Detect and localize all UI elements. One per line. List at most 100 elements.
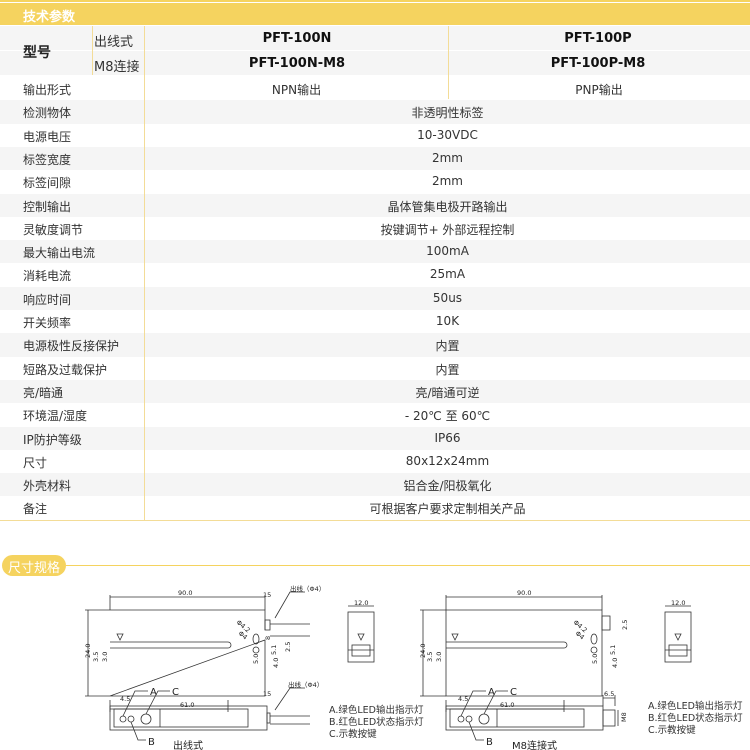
- legend-m8: A.绿色LED输出指示灯 B.红色LED状态指示灯 C.示教按键: [648, 701, 743, 737]
- model-p-m8: PFT-100P-M8: [550, 56, 646, 71]
- m8-mark-a: A: [488, 687, 495, 698]
- m8-dim-a: 3.5: [426, 652, 434, 662]
- row-label: 灵敏度调节: [23, 222, 84, 237]
- end-view-wire: 12.0: [347, 599, 375, 663]
- row-value: - 20℃ 至 60℃: [404, 409, 491, 424]
- model-label: 型号: [23, 45, 51, 61]
- row-label: 外壳材料: [23, 479, 72, 494]
- m8-dim-c: 4.5: [458, 695, 468, 703]
- dim-p-2: 15: [263, 690, 271, 698]
- spec-row: 标签宽度 2mm: [0, 146, 750, 171]
- m8-dim-b: 3.0: [435, 652, 443, 662]
- side-view-wire: 90.0 61.0 4.5 24.0 3.5 3.0 Φ4.2 Φ4 5.0 4…: [84, 584, 325, 712]
- row-value: 10-30VDC: [417, 127, 478, 142]
- row-label: 电源极性反接保护: [23, 339, 120, 354]
- row-value: 铝合金/阳极氧化: [403, 479, 492, 494]
- row-value: 80x12x24mm: [405, 453, 490, 468]
- row-value: IP66: [434, 430, 461, 445]
- spec-row: 外壳材料 铝合金/阳极氧化: [0, 473, 750, 497]
- dim-a: 3.5: [92, 652, 100, 662]
- row-label: IP防护等级: [23, 432, 82, 447]
- spec-row: 检测物体 非透明性标签: [0, 100, 750, 124]
- legend-c: C.示教按键: [648, 725, 696, 736]
- row-label: 输出形式: [23, 83, 72, 97]
- row-value: 非透明性标签: [411, 106, 484, 121]
- divider: [92, 26, 93, 75]
- spec-row: 控制输出 晶体管集电极开路输出: [0, 193, 750, 217]
- mark-b: B: [148, 737, 155, 748]
- spec-title: 技术参数: [23, 10, 76, 25]
- divider: [66, 565, 750, 566]
- row-label: 消耗电流: [23, 269, 72, 284]
- row-value: 亮/暗通可逆: [415, 385, 480, 400]
- m8-mark-c: C: [510, 687, 517, 698]
- spec-header: 技术参数: [0, 3, 750, 25]
- section-title: 尺寸规格: [2, 555, 66, 576]
- row-value: 25mA: [429, 267, 466, 282]
- m8-dim-d: 5.0: [591, 654, 599, 664]
- spec-row: 灵敏度调节 按键调节+ 外部远程控制: [0, 217, 750, 240]
- dimension-drawings: 90.0 61.0 4.5 24.0 3.5 3.0 Φ4.2 Φ4 5.0 4…: [84, 584, 692, 750]
- row-label: 环境温/湿度: [23, 409, 88, 424]
- dim-s: 8: [264, 636, 272, 640]
- mark-c: C: [172, 687, 179, 698]
- divider: [144, 26, 145, 520]
- divider: [0, 520, 750, 521]
- model-n: PFT-100N: [262, 31, 332, 46]
- model-p: PFT-100P: [564, 31, 632, 46]
- cable-label-2: 出线（Φ4）: [288, 680, 323, 689]
- spec-row: 最大输出电流 100mA: [0, 240, 750, 264]
- model-sub-wire: 出线式: [94, 35, 134, 50]
- dim-b: 3.0: [101, 652, 109, 662]
- legend-c: C.示教按键: [329, 729, 377, 740]
- row-value: 100mA: [426, 244, 469, 259]
- model-n-m8: PFT-100N-M8: [248, 56, 346, 71]
- row-value: 2mm: [431, 150, 463, 165]
- caption-wire: 出线式: [173, 739, 203, 750]
- m8-dim-thread: M8: [620, 712, 628, 722]
- spec-row: IP防护等级 IP66: [0, 426, 750, 450]
- row-value: 晶体管集电极开路输出: [387, 199, 508, 214]
- row-value: 内置: [435, 339, 460, 354]
- row-label: 标签间隙: [23, 176, 72, 191]
- spec-row-output: 输出形式 NPN输出 PNP输出: [0, 77, 750, 100]
- dim-d: 5.0: [252, 654, 260, 664]
- row-label: 尺寸: [23, 455, 48, 470]
- m8-dim-height: 24.0: [419, 644, 427, 658]
- spec-row: 尺寸 80x12x24mm: [0, 450, 750, 473]
- m8-mark-b: B: [486, 737, 493, 748]
- row-value: 50us: [432, 290, 463, 305]
- spec-row: 短路及过载保护 内置: [0, 357, 750, 380]
- row-label: 备注: [23, 502, 48, 517]
- row-label: 短路及过载保护: [23, 362, 108, 377]
- row-label: 最大输出电流: [23, 246, 96, 261]
- row-label: 标签宽度: [23, 152, 72, 167]
- row-value: 10K: [435, 314, 460, 328]
- m8-dim-g: 2.5: [621, 620, 629, 630]
- spec-row: 亮/暗通 亮/暗通可逆: [0, 379, 750, 404]
- m8-dim-f: 5.1: [609, 645, 617, 655]
- m8-dim-width: 12.0: [671, 599, 685, 607]
- row-label: 亮/暗通: [23, 385, 64, 400]
- legend-wire: A.绿色LED输出指示灯 B.红色LED状态指示灯 C.示教按键: [329, 705, 424, 741]
- model-row-1: [0, 26, 750, 50]
- dim-inner: 61.0: [180, 701, 194, 709]
- row-value: 2mm: [431, 174, 463, 189]
- model-row-2: [0, 51, 750, 75]
- dim-length: 90.0: [178, 589, 192, 597]
- spec-row: 标签间隙 2mm: [0, 170, 750, 193]
- divider: [448, 26, 449, 99]
- spec-row: 环境温/湿度 - 20℃ 至 60℃: [0, 403, 750, 426]
- row-value: 内置: [435, 362, 460, 377]
- cable-label: 出线（Φ4）: [290, 584, 325, 593]
- side-view-m8: 90.0 61.0 4.5 24.0 3.5 3.0 Φ4.2 Φ4 5.0 4…: [419, 589, 629, 712]
- row-value-npn: NPN输出: [271, 83, 322, 97]
- row-label: 检测物体: [23, 106, 72, 121]
- caption-m8: M8连接式: [512, 739, 557, 750]
- end-view-m8: 12.0: [664, 599, 692, 663]
- row-value-pnp: PNP输出: [575, 83, 623, 97]
- row-label: 控制输出: [23, 199, 72, 214]
- dim-c: 4.5: [120, 695, 130, 703]
- row-value: 按键调节+ 外部远程控制: [380, 222, 515, 237]
